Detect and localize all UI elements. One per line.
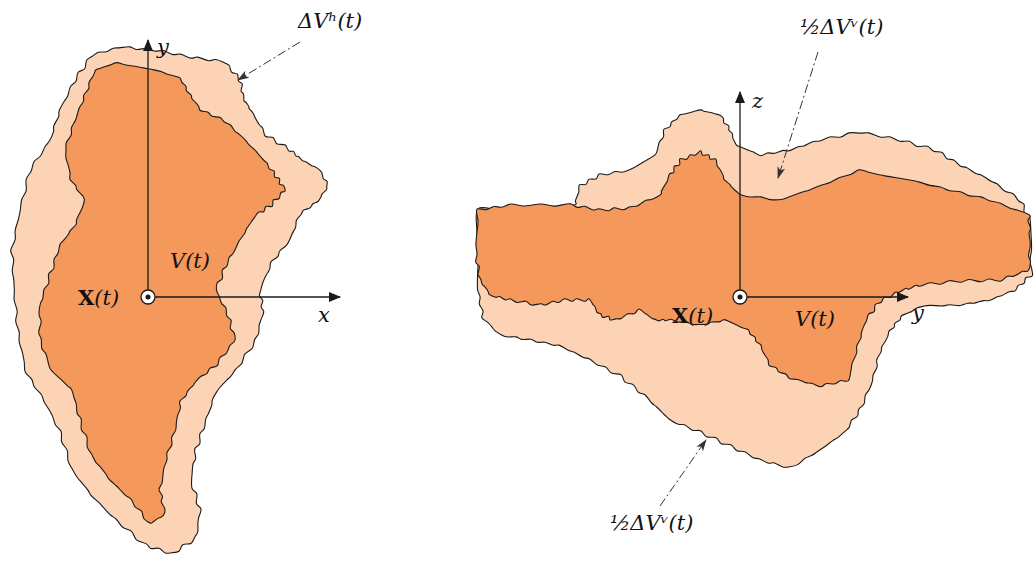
origin-symbol <box>733 290 747 304</box>
leader-line <box>660 440 706 506</box>
axis-arrow <box>739 92 740 290</box>
axis-label: y <box>157 36 169 59</box>
axis-label: y <box>912 302 924 325</box>
increment-label: ½ΔVᵛ(t) <box>800 16 883 39</box>
position-label: X(t) <box>78 286 119 310</box>
origin-dot <box>146 295 151 300</box>
increment-label: ½ΔVᵛ(t) <box>610 512 693 535</box>
volume-label: V(t) <box>170 250 210 273</box>
volume-region <box>39 63 285 524</box>
position-label: X(t) <box>672 304 713 328</box>
axis-arrow <box>155 296 340 297</box>
increment-label: ΔVʰ(t) <box>298 10 362 33</box>
axis-arrow <box>147 40 148 290</box>
increment-region <box>476 110 1033 468</box>
axis-label: z <box>752 90 763 113</box>
leader-line <box>238 42 300 80</box>
increment-region <box>11 47 328 554</box>
origin-symbol <box>141 290 155 304</box>
axis-arrow <box>747 296 908 297</box>
axis-label: x <box>318 304 330 327</box>
volume-label: V(t) <box>795 308 835 331</box>
origin-dot <box>738 295 743 300</box>
leader-line <box>778 52 818 178</box>
volume-region <box>476 151 1031 387</box>
